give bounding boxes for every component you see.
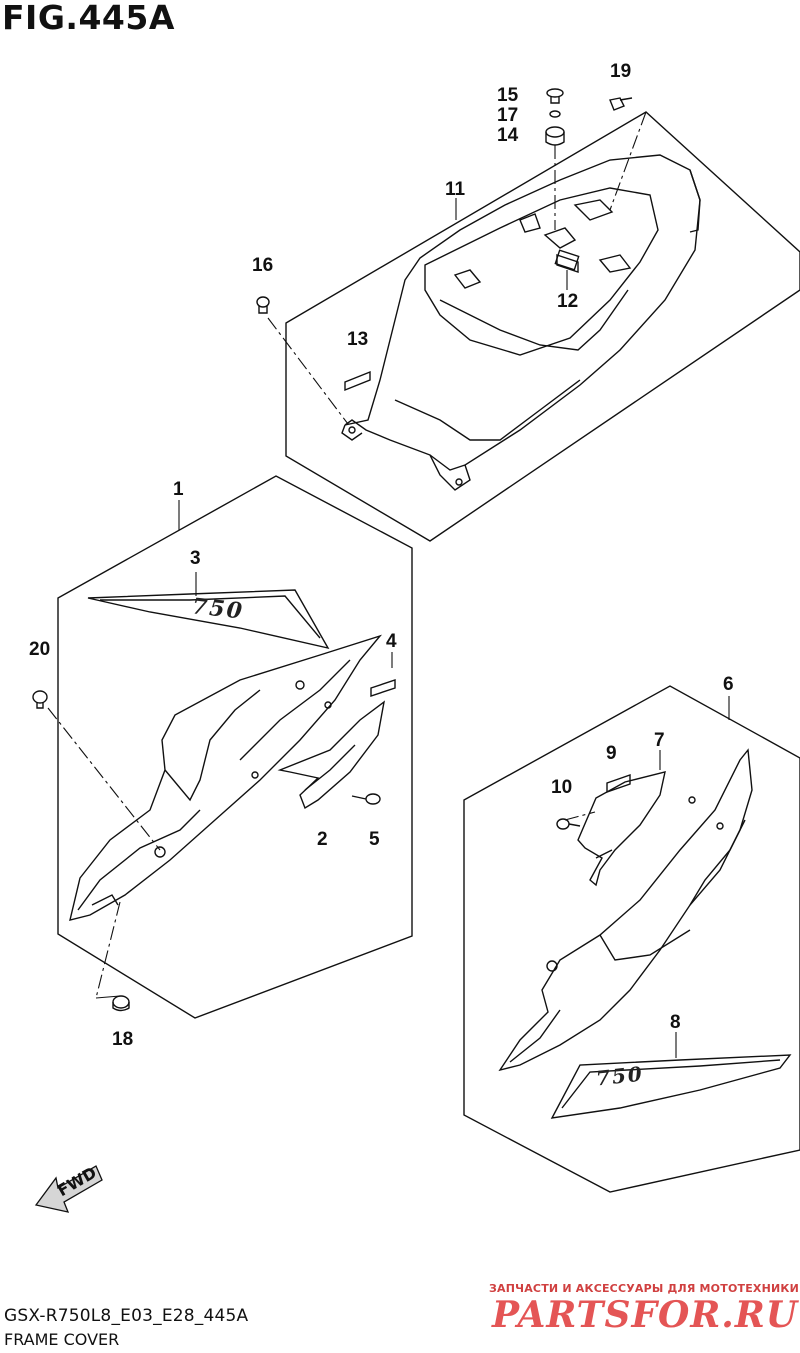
diagram-code: GSX-R750L8_E03_E28_445A [4,1306,249,1326]
decal-8-drawing [550,1054,792,1119]
label-4-drawing [370,679,396,697]
callout-7: 7 [654,730,665,751]
washer-17-drawing [549,110,561,118]
cushion-14-drawing [545,126,565,146]
watermark-logo: PARTSFOR.RU [492,1294,799,1336]
callout-9: 9 [606,743,617,764]
label-9-drawing [606,774,631,793]
callout-12: 12 [557,291,579,312]
nut-16-drawing [256,296,270,314]
callout-16: 16 [252,255,274,276]
label-13-drawing [344,370,371,392]
callout-17: 17 [497,105,519,126]
callout-10: 10 [551,777,573,798]
decal-3-text: 750 [190,593,246,625]
decal-8-text: 750 [594,1061,645,1091]
callout-14: 14 [497,125,519,146]
fwd-arrow-icon [34,1165,103,1213]
seat-tail-cowl-drawing [341,154,701,491]
group-box-seat-tail [285,111,800,542]
bracket-7-drawing [577,771,666,887]
callout-5: 5 [369,829,380,850]
callout-8: 8 [670,1012,681,1033]
callout-3: 3 [190,548,201,569]
nut-18-drawing [112,995,130,1012]
figure-title: FIG.445A [2,0,175,37]
watermark-subtitle: ЗАПЧАСТИ И АКСЕССУАРЫ ДЛЯ МОТОТЕХНИКИ [489,1282,799,1295]
callout-11: 11 [445,179,466,200]
right-frame-cover-drawing [498,748,753,1072]
callout-15: 15 [497,85,519,106]
group-box-left-cover [57,475,413,1019]
screw-10-drawing [556,818,581,830]
callout-13: 13 [347,329,369,350]
bolt-19-drawing [609,97,633,111]
callout-2: 2 [317,829,328,850]
screw-5-drawing [351,793,381,805]
label-12-drawing [556,254,579,273]
left-frame-cover-drawing [69,589,383,921]
callout-4: 4 [386,631,397,652]
callout-20: 20 [29,639,51,660]
callout-6: 6 [723,674,734,695]
screw-15-drawing [546,88,564,104]
callout-1: 1 [173,479,184,500]
callout-18: 18 [112,1029,134,1050]
screw-20-drawing [32,690,48,709]
bracket-2-drawing [277,700,386,810]
callout-19: 19 [610,61,632,82]
group-box-right-cover [463,685,800,1193]
diagram-name: FRAME COVER [4,1330,120,1349]
